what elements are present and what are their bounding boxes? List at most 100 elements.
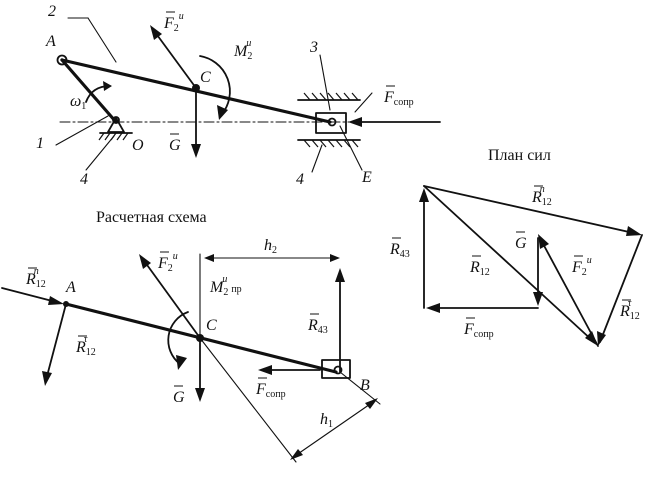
force-F2-arrowhead <box>150 25 162 40</box>
slider-guides <box>297 92 361 148</box>
svg-text:F2и: F2и <box>163 11 184 34</box>
calc-h2-arrow-right <box>330 254 340 262</box>
force-F2-line <box>151 27 197 89</box>
svg-text:h2: h2 <box>264 237 277 256</box>
force-G-arrowhead <box>191 144 201 158</box>
calc-M2pr-arc <box>167 311 189 365</box>
calc-h1-extension-C <box>199 337 297 463</box>
label-point-E: E <box>361 169 372 186</box>
title-calc-scheme: Расчетная схема <box>96 209 207 226</box>
label-omega: ω1 <box>70 93 86 112</box>
calc-label-M2pr: M2ипр <box>209 274 242 298</box>
svg-text:R43: R43 <box>307 317 328 336</box>
label-num-1: 1 <box>36 135 44 152</box>
plan-label-Fsopr: Fсопр <box>463 317 494 340</box>
calc-label-A: A <box>65 279 76 296</box>
svg-text:G: G <box>173 389 185 406</box>
svg-text:h1: h1 <box>320 411 333 430</box>
calc-R43-arrowhead <box>335 268 345 282</box>
label-M2-mech: M2и <box>233 38 252 62</box>
calc-F2-arrowhead <box>139 254 151 269</box>
calc-h1-arrow-b <box>365 398 378 409</box>
label-num-2: 2 <box>48 3 56 20</box>
calc-Fsopr-arrowhead <box>258 365 272 375</box>
plan-label-R12t: R12τ <box>619 298 640 322</box>
plan-label-G: G <box>515 231 527 252</box>
svg-text:Fсопр: Fсопр <box>463 321 494 340</box>
plan-label-R12: R12 <box>469 255 490 278</box>
calc-label-R12n: R12n <box>25 266 46 290</box>
leader-4a <box>85 135 115 171</box>
plan-R12n-arrowhead <box>626 226 642 236</box>
leader-Fsopr <box>354 92 373 113</box>
svg-text:F2и: F2и <box>571 255 592 278</box>
joint-A <box>56 54 68 66</box>
crank-link-1 <box>60 58 118 124</box>
mechanism-group: 2 A C O ω1 1 4 3 4 E F2и M2и G Fсопр <box>36 3 441 188</box>
calc-label-h2: h2 <box>264 237 277 256</box>
calc-M2pr-arrowhead <box>176 355 187 370</box>
force-Fsopr-arrowhead <box>348 117 362 127</box>
calc-slider-B <box>321 359 351 379</box>
calc-label-C: C <box>206 317 217 334</box>
svg-text:R12n: R12n <box>25 266 46 290</box>
plan-label-R43: R43 <box>389 237 410 260</box>
svg-text:R12τ: R12τ <box>75 334 96 358</box>
leader-4b <box>311 144 323 173</box>
calc-label-Fsopr: Fсопр <box>255 377 286 400</box>
plan-G-arrowhead <box>533 292 543 306</box>
svg-text:G: G <box>515 235 527 252</box>
plan-R43-arrowhead <box>419 188 429 202</box>
plan-F2-arrowhead <box>538 234 549 249</box>
leader-1 <box>55 115 109 146</box>
label-F2-mech: F2и <box>163 11 184 34</box>
label-num-4b: 4 <box>296 171 304 188</box>
calc-label-B: B <box>360 377 370 394</box>
svg-text:F2и: F2и <box>157 251 178 274</box>
title-force-plan: План сил <box>488 147 551 164</box>
slider-pin <box>327 117 337 127</box>
plan-label-F2: F2и <box>571 255 592 278</box>
slider-block <box>315 112 347 134</box>
support-O <box>98 116 133 141</box>
calc-G-arrowhead <box>195 388 205 402</box>
force-plan-group: R12n R43 R12 G F2и Fсопр R12τ <box>389 184 643 347</box>
calc-h1-dim <box>291 399 377 459</box>
calc-R12t-arrowhead <box>42 371 52 386</box>
plan-R12n-line <box>423 185 639 235</box>
calc-h1-extension-B <box>339 371 381 405</box>
calc-label-h1: h1 <box>320 411 333 430</box>
plan-R12-arrowhead <box>585 331 598 346</box>
svg-text:R12: R12 <box>469 259 490 278</box>
svg-text:M2и: M2и <box>233 38 252 62</box>
svg-text:R12n: R12n <box>531 184 552 208</box>
svg-text:Fсопр: Fсопр <box>255 381 286 400</box>
svg-text:R43: R43 <box>389 241 410 260</box>
label-num-4a: 4 <box>80 171 88 188</box>
plan-F2-line <box>540 239 599 347</box>
calc-R12t-line <box>45 303 67 381</box>
calc-label-R43: R43 <box>307 313 328 336</box>
label-num-3: 3 <box>309 39 318 56</box>
leader-E <box>339 125 363 171</box>
calc-h1-arrow-a <box>290 449 303 460</box>
svg-text:M2ипр: M2ипр <box>209 274 242 298</box>
plan-R12-line <box>423 185 595 343</box>
calc-label-R12t: R12τ <box>75 334 96 358</box>
svg-text:R12τ: R12τ <box>619 298 640 322</box>
calc-slider-pin <box>333 365 343 375</box>
leader-3 <box>319 54 331 111</box>
plan-Fsopr-arrowhead <box>426 303 440 313</box>
leader-2-b <box>87 17 117 63</box>
svg-text:Fсопр: Fсопр <box>383 89 414 108</box>
calc-label-G: G <box>173 385 185 406</box>
label-point-O: O <box>132 137 144 154</box>
moment-M2-arc <box>199 55 231 115</box>
calc-h2-arrow-left <box>204 254 214 262</box>
omega-arrowhead <box>103 81 112 91</box>
calc-F2-line <box>141 257 201 339</box>
label-point-C: C <box>200 69 211 86</box>
label-Fsopr-mech: Fсопр <box>383 85 414 108</box>
label-G-mech: G <box>169 133 181 154</box>
